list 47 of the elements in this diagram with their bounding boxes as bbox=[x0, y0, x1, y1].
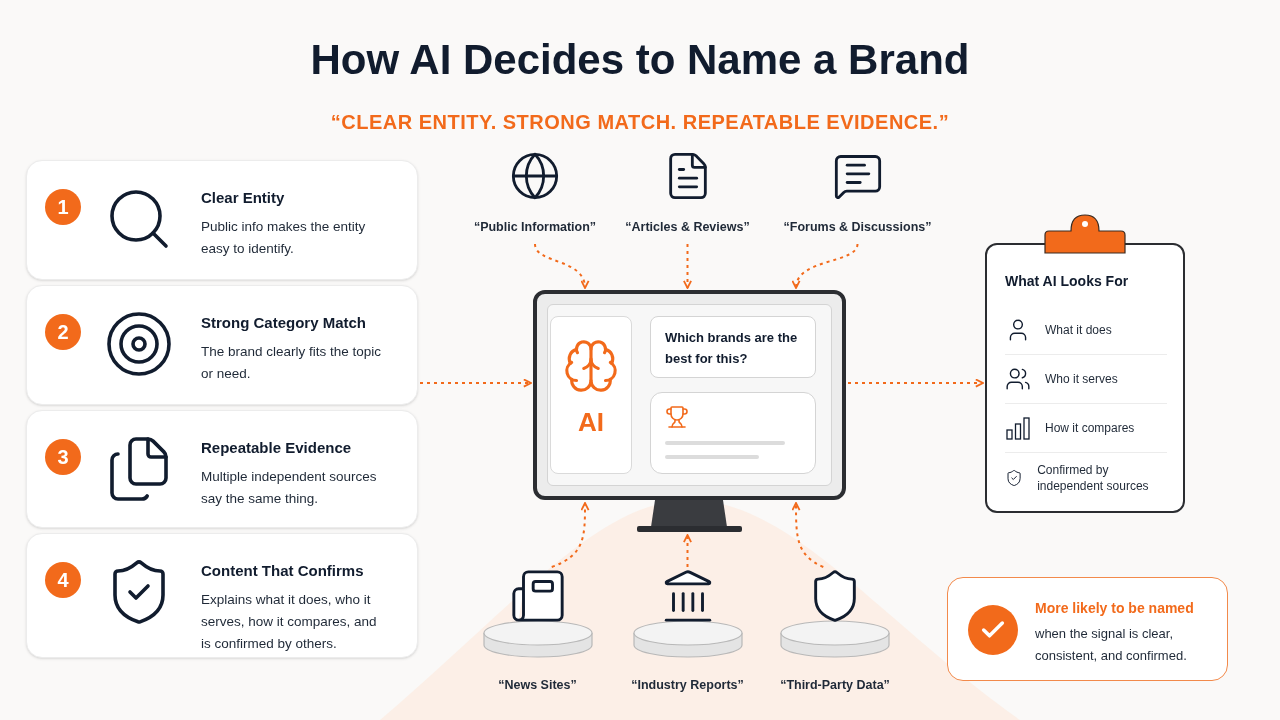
dashed-arrow bbox=[683, 243, 692, 289]
dashed-arrow bbox=[419, 378, 532, 388]
computer-monitor bbox=[533, 290, 846, 533]
dashed-arrow bbox=[791, 502, 825, 568]
subtitle: “CLEAR ENTITY. STRONG MATCH. REPEATABLE EVIDENCE.” bbox=[330, 110, 950, 135]
source-label: “Forums & Discussions” bbox=[783, 219, 932, 236]
step-card bbox=[26, 410, 418, 528]
checklist-item: What it does bbox=[1045, 322, 1112, 338]
step-number: 3 bbox=[45, 439, 81, 475]
source-label: “Industry Reports” bbox=[631, 677, 744, 695]
step-number: 4 bbox=[45, 562, 81, 598]
step-title: Strong Category Match bbox=[201, 313, 367, 333]
source-label: “Articles & Reviews” bbox=[625, 219, 750, 236]
step-title: Content That Confirms bbox=[201, 561, 365, 581]
step-title: Repeatable Evidence bbox=[201, 438, 353, 458]
checklist-item: Confirmed by independent sources bbox=[1037, 461, 1150, 494]
result-card bbox=[947, 577, 1228, 681]
dashed-arrow bbox=[792, 243, 859, 289]
clipboard bbox=[985, 213, 1185, 513]
result-description: when the signal is clear, consistent, and confirmed. bbox=[1035, 625, 1188, 665]
ai-label: AI bbox=[578, 406, 604, 439]
source-label: “Public Information” bbox=[473, 219, 597, 236]
source-label: “News Sites” bbox=[498, 677, 577, 695]
step-number: 2 bbox=[45, 314, 81, 350]
step-description: Explains what it does, who it serves, how it compares, and is confirmed by others. bbox=[201, 590, 378, 653]
ai-panel bbox=[550, 316, 632, 474]
step-description: The brand clearly fits the topic or need. bbox=[201, 342, 383, 383]
dashed-arrow bbox=[534, 243, 589, 289]
checklist-item: How it compares bbox=[1045, 420, 1135, 436]
step-title: Clear Entity bbox=[201, 188, 286, 208]
question-text: Which brands are the best for this? bbox=[665, 329, 799, 368]
speech-bubble bbox=[650, 316, 816, 378]
dashed-arrow bbox=[550, 502, 590, 568]
title: How AI Decides to Name a Brand bbox=[310, 35, 970, 85]
step-description: Public info makes the entity easy to identify. bbox=[201, 217, 367, 258]
answer-card bbox=[650, 392, 816, 474]
source-label: “Third-Party Data” bbox=[780, 677, 890, 695]
clipboard-title: What AI Looks For bbox=[1005, 272, 1130, 291]
step-card bbox=[26, 160, 418, 280]
result-title: More likely to be named bbox=[1035, 599, 1195, 618]
step-number: 1 bbox=[45, 189, 81, 225]
dashed-arrow bbox=[847, 378, 984, 388]
step-description: Multiple independent sources say the same thing. bbox=[201, 467, 378, 508]
dashed-arrow bbox=[683, 534, 692, 568]
step-card bbox=[26, 285, 418, 405]
checklist-item: Who it serves bbox=[1045, 371, 1118, 387]
step-card bbox=[26, 533, 418, 658]
